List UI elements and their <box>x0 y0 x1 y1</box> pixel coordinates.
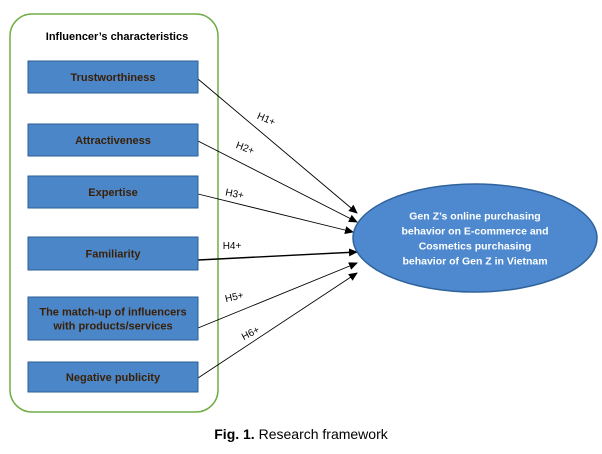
factor-label-expertise: Expertise <box>88 187 138 199</box>
factor-box-attractiveness <box>27 123 199 157</box>
outcome-label-line: Gen Z’s online purchasing <box>409 211 540 223</box>
research-framework-diagram: Influencer’s characteristics H1+H2+ H3+ H4… <box>9 13 598 413</box>
factor-label-familiarity: Familiarity <box>85 249 141 261</box>
arrow-h6-plus <box>197 272 358 379</box>
caption-text: Research framework <box>258 426 388 442</box>
arrow-h4-plus <box>197 248 358 261</box>
outcome-label-line: behavior on E-commerce and <box>401 226 548 238</box>
hypothesis-label-h1-plus: H1+ <box>255 111 277 128</box>
factor-box-negative-publicity <box>27 361 199 393</box>
outcome-label: Gen Z’s online purchasing behavior on E-c… <box>401 211 548 268</box>
factor-label-negative-publicity: Negative publicity <box>66 372 161 384</box>
outcome-ellipse <box>352 183 598 293</box>
factor-boxes: TrustworthinessAttractivenessExpertiseFa… <box>27 60 199 393</box>
outcome-label-line: Cosmetics purchasing <box>419 241 532 253</box>
arrow-h5-plus <box>197 262 358 329</box>
factor-label-match-up: The match-up of influencers <box>39 307 186 319</box>
hypothesis-label-h3-plus: H3+ <box>224 187 245 201</box>
factor-box-trustworthiness <box>27 60 199 94</box>
factor-box-expertise <box>27 175 199 209</box>
hypothesis-label-h6-plus: H6+ <box>240 324 262 343</box>
arrow-h1-plus <box>197 78 358 214</box>
hypothesis-label-h4-plus: H4+ <box>223 241 242 252</box>
outcome-label-line: behavior of Gen Z in Vietnam <box>402 256 547 268</box>
arrow-h3-plus <box>197 193 354 234</box>
factor-label-trustworthiness: Trustworthiness <box>71 72 156 84</box>
figure-caption: Fig. 1. Research framework <box>0 426 602 442</box>
factor-label-match-up: with products/services <box>52 321 172 333</box>
group-title: Influencer’s characteristics <box>46 31 188 43</box>
factor-box-match-up <box>27 296 199 341</box>
arrow-h2-plus <box>197 140 358 223</box>
hypothesis-label-h5-plus: H5+ <box>224 290 245 305</box>
factor-box-familiarity <box>27 236 199 271</box>
hypothesis-arrows: H1+H2+ H3+ H4+ H5+ H6+ <box>197 78 358 379</box>
caption-prefix: Fig. 1. <box>214 426 255 442</box>
factor-label-attractiveness: Attractiveness <box>75 135 151 147</box>
hypothesis-label-h2-plus: H2+ <box>234 140 255 157</box>
influencer-group-border <box>9 13 219 413</box>
